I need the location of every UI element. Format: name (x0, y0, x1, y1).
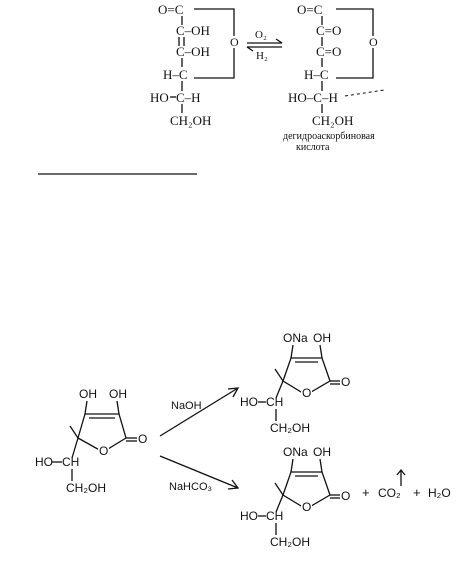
byproduct-co2: CO₂ (378, 486, 401, 500)
reverse-reagent-label: H₂ (256, 50, 268, 62)
ring-oxygen: O (230, 35, 239, 49)
reagent-nahco3: NaHCO₃ (169, 481, 212, 493)
label-oh: OH (313, 331, 331, 345)
reaction-arrows: NaOH NaHCO₃ (159, 387, 240, 493)
bond (275, 380, 284, 399)
reagent-naoh: NaOH (171, 400, 202, 412)
label-oh-right: OH (109, 387, 127, 401)
ring-gap (367, 36, 379, 48)
ring-gap (98, 445, 109, 457)
bond (290, 458, 294, 473)
label-ring-o: O (99, 444, 108, 458)
compound-name-line1: дегидроаскорбиновая (283, 131, 375, 142)
gas-evolution-arrowhead (396, 468, 406, 476)
methyl-stub (69, 425, 79, 439)
label-ring-o: O (302, 386, 311, 400)
byproduct-h2o: H₂O (428, 486, 451, 500)
label-carbonyl-o: O (138, 432, 147, 446)
atom-ch2oh: CH₂OH (312, 113, 353, 128)
bond (290, 344, 294, 359)
label-oh: OH (313, 445, 331, 459)
label-ona: ONa (283, 331, 308, 345)
label-ho: HO (240, 509, 258, 523)
product-sodium-ascorbate-bottom: ONa OH O O HO CH CH₂OH + CO₂ + H₂O (240, 445, 451, 549)
arrow-to-bottom-product (159, 455, 239, 489)
scan-artifact-line (344, 89, 385, 97)
bond (275, 494, 284, 513)
bond (71, 437, 79, 459)
methyl-stub (274, 482, 284, 496)
label-ch: CH (266, 509, 283, 523)
arrowhead-top (227, 387, 240, 398)
redox-equilibrium: O₂ H₂ (246, 29, 283, 62)
atom-ho: HO (150, 90, 169, 105)
ring-gap (228, 36, 240, 48)
atom-c-h: C–H (176, 90, 201, 105)
bond (84, 400, 88, 415)
label-carbonyl-o: O (341, 375, 350, 389)
arrow-to-top-product (159, 387, 239, 437)
atom-c-oh-1: C–OH (176, 23, 210, 38)
label-ch: CH (62, 455, 79, 469)
label-ch: CH (266, 395, 283, 409)
atom-c-oh-2: C–OH (176, 44, 210, 59)
product-sodium-ascorbate-top: ONa OH O O HO CH CH₂OH (240, 331, 350, 435)
label-ch2oh: CH₂OH (66, 481, 106, 495)
compound-name-line2: кислота (296, 142, 330, 153)
atom-h-c: H–C (304, 67, 329, 82)
ascorbic-acid-structure: O=C C–OH C–OH H–C HO C–H CH₂OH O (150, 2, 240, 128)
reactant-ascorbic-acid: OH OH O O HO CH CH₂OH (35, 387, 147, 495)
lactone-ring (282, 357, 331, 396)
bond (319, 344, 323, 359)
ring-gap (301, 387, 312, 399)
atom-ho-c-h: HO–C–H (288, 90, 338, 105)
label-ring-o: O (302, 500, 311, 514)
atom-keto-2: C=O (316, 44, 341, 59)
label-oh-left: OH (79, 387, 97, 401)
label-ch2oh: CH₂OH (270, 535, 310, 549)
plus-sign-2: + (413, 485, 421, 500)
methyl-stub (274, 368, 284, 382)
forward-arrowhead (275, 38, 283, 44)
label-ch2oh: CH₂OH (270, 421, 310, 435)
arrowhead-bottom (227, 479, 240, 490)
label-ho: HO (35, 455, 53, 469)
atom-h-c: H–C (163, 67, 188, 82)
plus-sign-1: + (362, 485, 370, 500)
atom-keto-1: C=O (316, 23, 341, 38)
forward-reagent-label: O₂ (255, 29, 267, 41)
ring-gap (301, 501, 312, 513)
label-ona: ONa (283, 445, 308, 459)
lactone-ring (282, 471, 331, 510)
atom-carbonyl: O=C (297, 2, 322, 17)
bond (116, 400, 120, 415)
atom-carbonyl: O=C (158, 2, 183, 17)
atom-ch2oh: CH₂OH (170, 113, 211, 128)
bond (319, 458, 323, 473)
reverse-arrowhead (246, 46, 254, 52)
label-carbonyl-o: O (341, 489, 350, 503)
label-ho: HO (240, 395, 258, 409)
lactone-ring (77, 413, 127, 453)
dehydroascorbic-acid-structure: O=C C=O C=O H–C HO–C–H CH₂OH O дегидроас… (283, 2, 385, 153)
ring-oxygen: O (369, 35, 378, 49)
